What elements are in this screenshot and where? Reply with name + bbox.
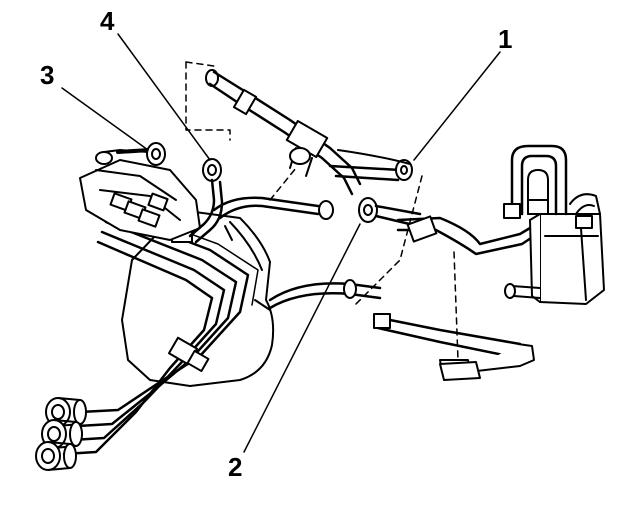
canister-lines: [337, 149, 542, 256]
fuel-filter-assembly: [205, 69, 413, 196]
leader-3: [61, 87, 149, 151]
fuel-pump-module: [79, 149, 201, 241]
fitting: [35, 441, 77, 471]
connector-3: [116, 142, 166, 166]
detail-dashed-box: [185, 61, 423, 305]
pipe-end-fittings: [35, 397, 87, 471]
center-fuel-line: [212, 196, 422, 228]
callout-2-label: 2: [228, 452, 242, 482]
evap-canister: [503, 144, 605, 305]
leader-4: [117, 33, 211, 161]
callout-4-label: 4: [100, 6, 115, 36]
leader-1: [413, 51, 501, 161]
callout-1-label: 1: [498, 24, 512, 54]
lower-fuel-line: [268, 279, 535, 373]
callout-3-label: 3: [40, 60, 54, 90]
mounting-bracket: [439, 251, 481, 381]
fuel-tank: [121, 209, 275, 387]
leader-lines: [61, 33, 501, 453]
connector-4: [188, 158, 224, 244]
leader-2: [243, 223, 361, 453]
